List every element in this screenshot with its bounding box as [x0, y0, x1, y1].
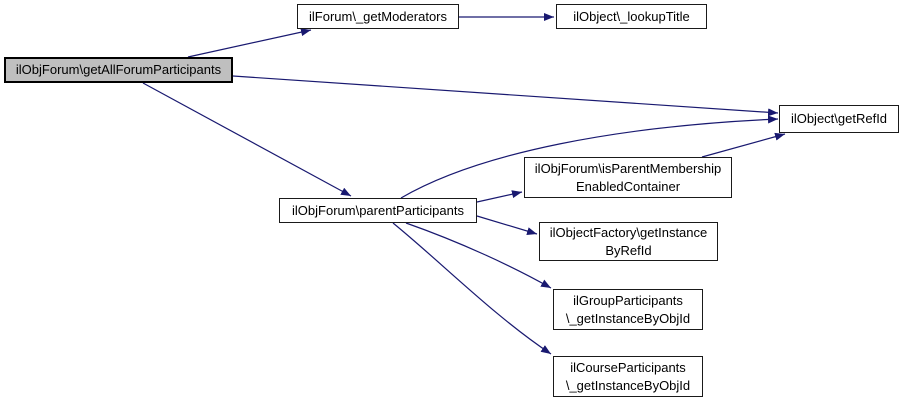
node-parentParticipants[interactable]: ilObjForum\parentParticipants	[279, 198, 477, 223]
edge-parentParticipants-to-isParentMembershipEnabledContainer	[476, 190, 523, 203]
edge-getAllForumParticipants-to-getModerators	[187, 28, 312, 58]
node-getAllForumParticipants: ilObjForum\getAllForumParticipants	[4, 57, 233, 83]
node-label: \_getInstanceByObjId	[565, 377, 691, 393]
node-lookupTitle[interactable]: ilObject\_lookupTitle	[556, 4, 707, 29]
node-label: ilObject\_lookupTitle	[573, 8, 690, 24]
node-isParentMembershipEnabledContainer[interactable]: ilObjForum\isParentMembership EnabledCon…	[524, 157, 732, 198]
node-getRefId[interactable]: ilObject\getRefId	[779, 105, 899, 133]
edge-parentParticipants-to-getInstanceByRefId	[476, 215, 538, 235]
edge-getAllForumParticipants-to-getRefId	[232, 75, 779, 117]
edge-parentParticipants-to-groupGetInstanceByObjId	[405, 222, 552, 289]
node-label: ilObjectFactory\getInstance	[549, 224, 708, 240]
node-label: EnabledContainer	[575, 178, 681, 194]
node-getModerators[interactable]: ilForum\_getModerators	[297, 4, 459, 29]
node-label: ilGroupParticipants	[573, 292, 683, 308]
node-label: ilObjForum\parentParticipants	[292, 202, 464, 218]
edge-isParentMembershipEnabledContainer-to-getRefId	[701, 132, 786, 158]
node-courseGetInstanceByObjId[interactable]: ilCourseParticipants \_getInstanceByObjI…	[553, 356, 703, 397]
node-groupGetInstanceByObjId[interactable]: ilGroupParticipants \_getInstanceByObjId	[553, 289, 703, 330]
node-label: ilObjForum\getAllForumParticipants	[15, 62, 222, 77]
node-label: ilForum\_getModerators	[309, 8, 447, 24]
node-label: ByRefId	[605, 242, 652, 258]
edge-parentParticipants-to-courseGetInstanceByObjId	[392, 222, 552, 355]
node-label: ilCourseParticipants	[570, 359, 686, 375]
edge-getAllForumParticipants-to-parentParticipants	[142, 82, 352, 197]
node-label: \_getInstanceByObjId	[565, 310, 691, 326]
node-getInstanceByRefId[interactable]: ilObjectFactory\getInstance ByRefId	[539, 222, 718, 261]
node-label: ilObjForum\isParentMembership	[534, 160, 722, 176]
node-label: ilObject\getRefId	[790, 111, 888, 126]
